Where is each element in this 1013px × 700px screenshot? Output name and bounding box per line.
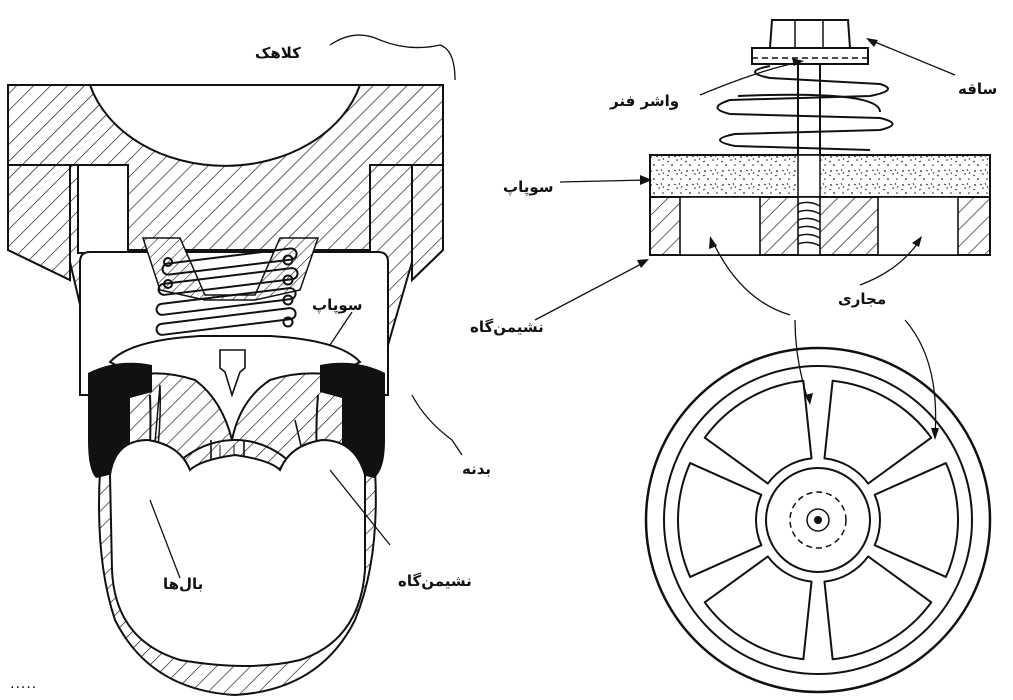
lower-cavity [108, 438, 366, 667]
seat-wheel-view [644, 346, 992, 694]
bolt-head [768, 19, 852, 49]
wheel-passage-slot [823, 379, 933, 485]
wheel-passage-slot [823, 555, 933, 661]
label-spring-washer: واشر فنر [610, 92, 680, 110]
label-valve-left: سوپاپ [312, 296, 363, 314]
label-seat-left: نشیمن‌گاه [398, 572, 472, 590]
wheel-passage-slot [703, 555, 813, 661]
wheel-passage-slot [873, 462, 959, 578]
left-leaders [149, 34, 463, 579]
label-cap: کلاهک [255, 44, 301, 62]
left-valve-section [7, 84, 444, 697]
label-stem: ساقه [958, 80, 998, 98]
right-leaders [534, 38, 956, 440]
spring-washer [751, 47, 869, 65]
spring-right [716, 65, 894, 151]
label-wings: بال‌ها [163, 575, 204, 593]
label-valve-right: سوپاپ [503, 178, 554, 196]
footer-dots: ..... [10, 676, 38, 692]
label-seat-right: نشیمن‌گاه [470, 318, 544, 336]
spring-left [155, 247, 299, 336]
seat-ring-left [88, 362, 152, 478]
label-passages: مجاری [838, 290, 887, 308]
seat-ring-right [320, 362, 385, 478]
wheel-passages [677, 379, 959, 661]
cap-dome [88, 84, 362, 167]
wheel-passage-slot [677, 462, 763, 578]
wheel-passage-slot [703, 379, 813, 485]
label-body: بدنه [462, 460, 492, 478]
right-valve-assembly [649, 19, 991, 256]
